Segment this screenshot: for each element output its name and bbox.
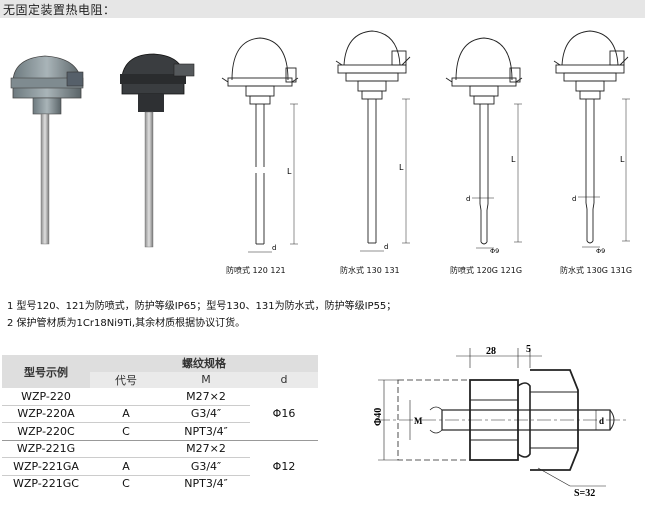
product-photo-gray xyxy=(10,55,84,245)
drawing-120-121: L d xyxy=(221,37,299,253)
section-title: 无固定装置热电阻： xyxy=(3,3,116,17)
d-group-2: Φ12 xyxy=(272,459,296,473)
dim-L: L xyxy=(620,155,625,164)
dim-5: 5 xyxy=(526,344,531,355)
dim-phi9: Φ9 xyxy=(490,247,499,255)
dim-M: M xyxy=(414,416,423,426)
notes: 1 型号120、121为防喷式，防护等级IP65；型号130、131为防水式，防… xyxy=(7,298,396,332)
drawing-130-131: L d xyxy=(335,30,411,252)
dim-d: d xyxy=(384,243,388,251)
note-1: 1 型号120、121为防喷式，防护等级IP65；型号130、131为防水式，防… xyxy=(7,301,397,312)
dim-d: d xyxy=(466,195,470,203)
product-photo-black xyxy=(120,53,195,248)
drawing-130G-131G: L d Φ9 xyxy=(553,30,630,255)
dim-28: 28 xyxy=(486,346,496,357)
caption-130-131: 防水式 130 131 xyxy=(340,266,400,275)
header-model: 型号示例 xyxy=(2,355,90,388)
header-M: M xyxy=(162,371,250,388)
header-d: d xyxy=(250,371,318,388)
dim-d: d xyxy=(572,195,576,203)
dim-L: L xyxy=(511,155,516,164)
dim-L: L xyxy=(287,167,292,176)
dim-phi9: Φ9 xyxy=(596,247,605,255)
fitting-drawing: 28 5 Φ40 M d S=32 xyxy=(373,344,628,499)
dim-S: S=32 xyxy=(574,488,595,499)
note-2: 2 保护管材质为1Cr18Ni9Ti,其余材质根据协议订货。 xyxy=(7,318,246,329)
dim-d: d xyxy=(599,416,604,426)
dim-phi40: Φ40 xyxy=(373,408,384,426)
caption-130G-131G: 防水式 130G 131G xyxy=(560,266,633,275)
caption-120G-121G: 防喷式 120G 121G xyxy=(450,266,523,275)
dim-d: d xyxy=(272,244,276,252)
dim-L: L xyxy=(399,163,404,172)
section-header: 无固定装置热电阻： xyxy=(0,0,645,18)
header-code: 代号 xyxy=(90,371,162,388)
drawing-120G-121G: L d Φ9 xyxy=(445,37,523,255)
header-thread: 螺纹规格 xyxy=(90,355,318,372)
caption-120-121: 防喷式 120 121 xyxy=(226,266,286,275)
d-group-1: Φ16 xyxy=(250,388,318,441)
